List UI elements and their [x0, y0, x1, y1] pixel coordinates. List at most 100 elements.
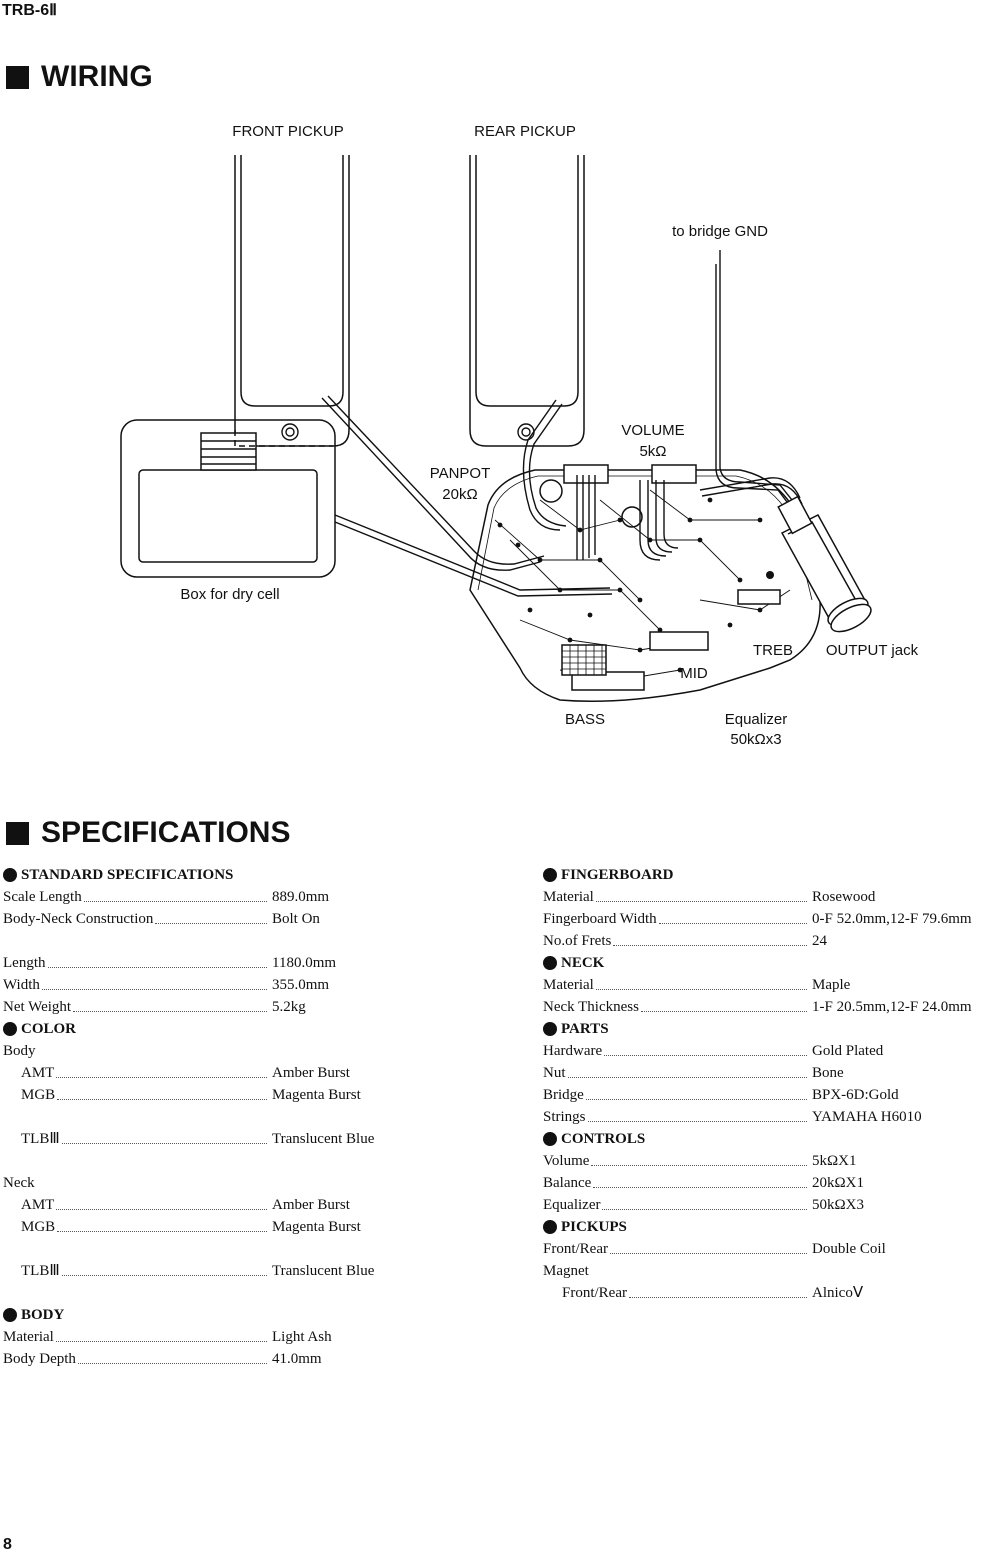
spec-value: 50kΩX3: [812, 1197, 864, 1213]
spec-label: Nut: [543, 1065, 566, 1081]
spec-row: Front/Rear AlnicoⅤ: [543, 1282, 988, 1304]
bridge-gnd-label: to bridge GND: [672, 223, 768, 240]
spec-label: Strings: [543, 1109, 586, 1125]
spec-label: TLBⅢ: [21, 1263, 60, 1279]
spec-label: Material: [543, 977, 594, 993]
bullet-icon: [543, 956, 557, 970]
spec-row: Material Maple: [543, 974, 988, 996]
spec-label: Width: [3, 977, 40, 993]
spec-row: MGB Magenta Burst: [3, 1216, 403, 1238]
sub-label: Magnet: [543, 1263, 589, 1279]
dry-cell-box: [120, 419, 336, 578]
section-heading: COLOR: [3, 1018, 403, 1040]
heading-text: PICKUPS: [561, 1219, 627, 1235]
bullet-icon: [3, 1022, 17, 1036]
heading-text: PARTS: [561, 1021, 609, 1037]
spec-value: Rosewood: [812, 889, 876, 905]
spec-value: BPX-6D:Gold: [812, 1087, 899, 1103]
spec-value: Light Ash: [272, 1329, 332, 1345]
section-heading: STANDARD SPECIFICATIONS: [3, 864, 403, 886]
bullet-icon: [543, 1220, 557, 1234]
spec-label: Front/Rear: [543, 1241, 608, 1257]
section-heading: CONTROLS: [543, 1128, 988, 1150]
spec-label: Body-Neck Construction: [3, 911, 154, 927]
spec-value: 41.0mm: [272, 1351, 322, 1367]
bullet-icon: [3, 1308, 17, 1322]
heading-text: CONTROLS: [561, 1131, 646, 1147]
spec-value: Magenta Burst: [272, 1219, 361, 1235]
panpot-value-label: 20kΩ: [442, 486, 477, 503]
spec-row: Bridge BPX-6D:Gold: [543, 1084, 988, 1106]
spec-row: Volume 5kΩX1: [543, 1150, 988, 1172]
bullet-icon: [3, 868, 17, 882]
spec-value: Bolt On: [272, 911, 320, 927]
spec-label: Hardware: [543, 1043, 603, 1059]
section-heading: BODY: [3, 1304, 403, 1326]
spec-label: Bridge: [543, 1087, 584, 1103]
heading-text: STANDARD SPECIFICATIONS: [21, 867, 234, 883]
spec-value: 5kΩX1: [812, 1153, 857, 1169]
heading-text: FINGERBOARD: [561, 867, 674, 883]
wiring-section-title: WIRING: [6, 60, 153, 94]
output-jack-label: OUTPUT jack: [826, 642, 919, 659]
heading-text: BODY: [21, 1307, 65, 1323]
equalizer-label: Equalizer: [725, 711, 788, 728]
spec-value: 0-F 52.0mm,12-F 79.6mm: [812, 911, 972, 927]
section-heading: FINGERBOARD: [543, 864, 988, 886]
spec-label: No.of Frets: [543, 933, 612, 949]
spec-value: Maple: [812, 977, 851, 993]
front-pickup-label: FRONT PICKUP: [232, 123, 343, 140]
spec-value: Double Coil: [812, 1241, 886, 1257]
wiring-diagram: FRONT PICKUP REAR PICKUP to bridge GND V…: [120, 123, 919, 748]
spec-value: Bone: [812, 1065, 844, 1081]
spec-row: Strings YAMAHA H6010: [543, 1106, 988, 1128]
spec-value: Magenta Burst: [272, 1087, 361, 1103]
spec-label: Volume: [543, 1153, 590, 1169]
spec-label: MGB: [21, 1087, 56, 1103]
rear-pickup-label: REAR PICKUP: [474, 123, 576, 140]
equalizer-value-label: 50kΩx3: [730, 731, 781, 748]
square-bullet-icon: [6, 65, 29, 89]
wiring-title-text: WIRING: [41, 60, 153, 93]
spec-label: Equalizer: [543, 1197, 601, 1213]
bullet-icon: [543, 1132, 557, 1146]
panpot-label: PANPOT: [430, 465, 491, 482]
spec-value: YAMAHA H6010: [812, 1109, 922, 1125]
spec-label: MGB: [21, 1219, 56, 1235]
spec-label: AMT: [21, 1065, 55, 1081]
section-heading: PARTS: [543, 1018, 988, 1040]
square-bullet-icon: [6, 821, 29, 845]
mid-label: MID: [680, 665, 708, 682]
specs-left-column: STANDARD SPECIFICATIONS Scale Length 889.…: [3, 864, 403, 1370]
spec-value: Translucent Blue: [272, 1263, 375, 1279]
spec-value: AlnicoⅤ: [812, 1285, 864, 1301]
bullet-icon: [543, 1022, 557, 1036]
spec-label: TLBⅢ: [21, 1131, 60, 1147]
spec-value: 889.0mm: [272, 889, 330, 905]
model-header: TRB-6Ⅱ: [2, 2, 57, 19]
sub-label: Neck: [3, 1175, 35, 1191]
section-heading: NECK: [543, 952, 988, 974]
spec-label: Body Depth: [3, 1351, 76, 1367]
spec-value: 1-F 20.5mm,12-F 24.0mm: [812, 999, 972, 1015]
spec-label: Fingerboard Width: [543, 911, 657, 927]
spec-label: Front/Rear: [562, 1285, 627, 1301]
spec-row: Material Light Ash: [3, 1326, 403, 1348]
spec-row: TLBⅢ Translucent Blue: [3, 1260, 403, 1282]
spec-label: Material: [3, 1329, 54, 1345]
spec-label: Scale Length: [3, 889, 82, 905]
treb-label: TREB: [753, 642, 793, 659]
output-jack: [777, 495, 872, 633]
spec-label: Net Weight: [3, 999, 72, 1015]
page-number: 8: [3, 1536, 12, 1553]
